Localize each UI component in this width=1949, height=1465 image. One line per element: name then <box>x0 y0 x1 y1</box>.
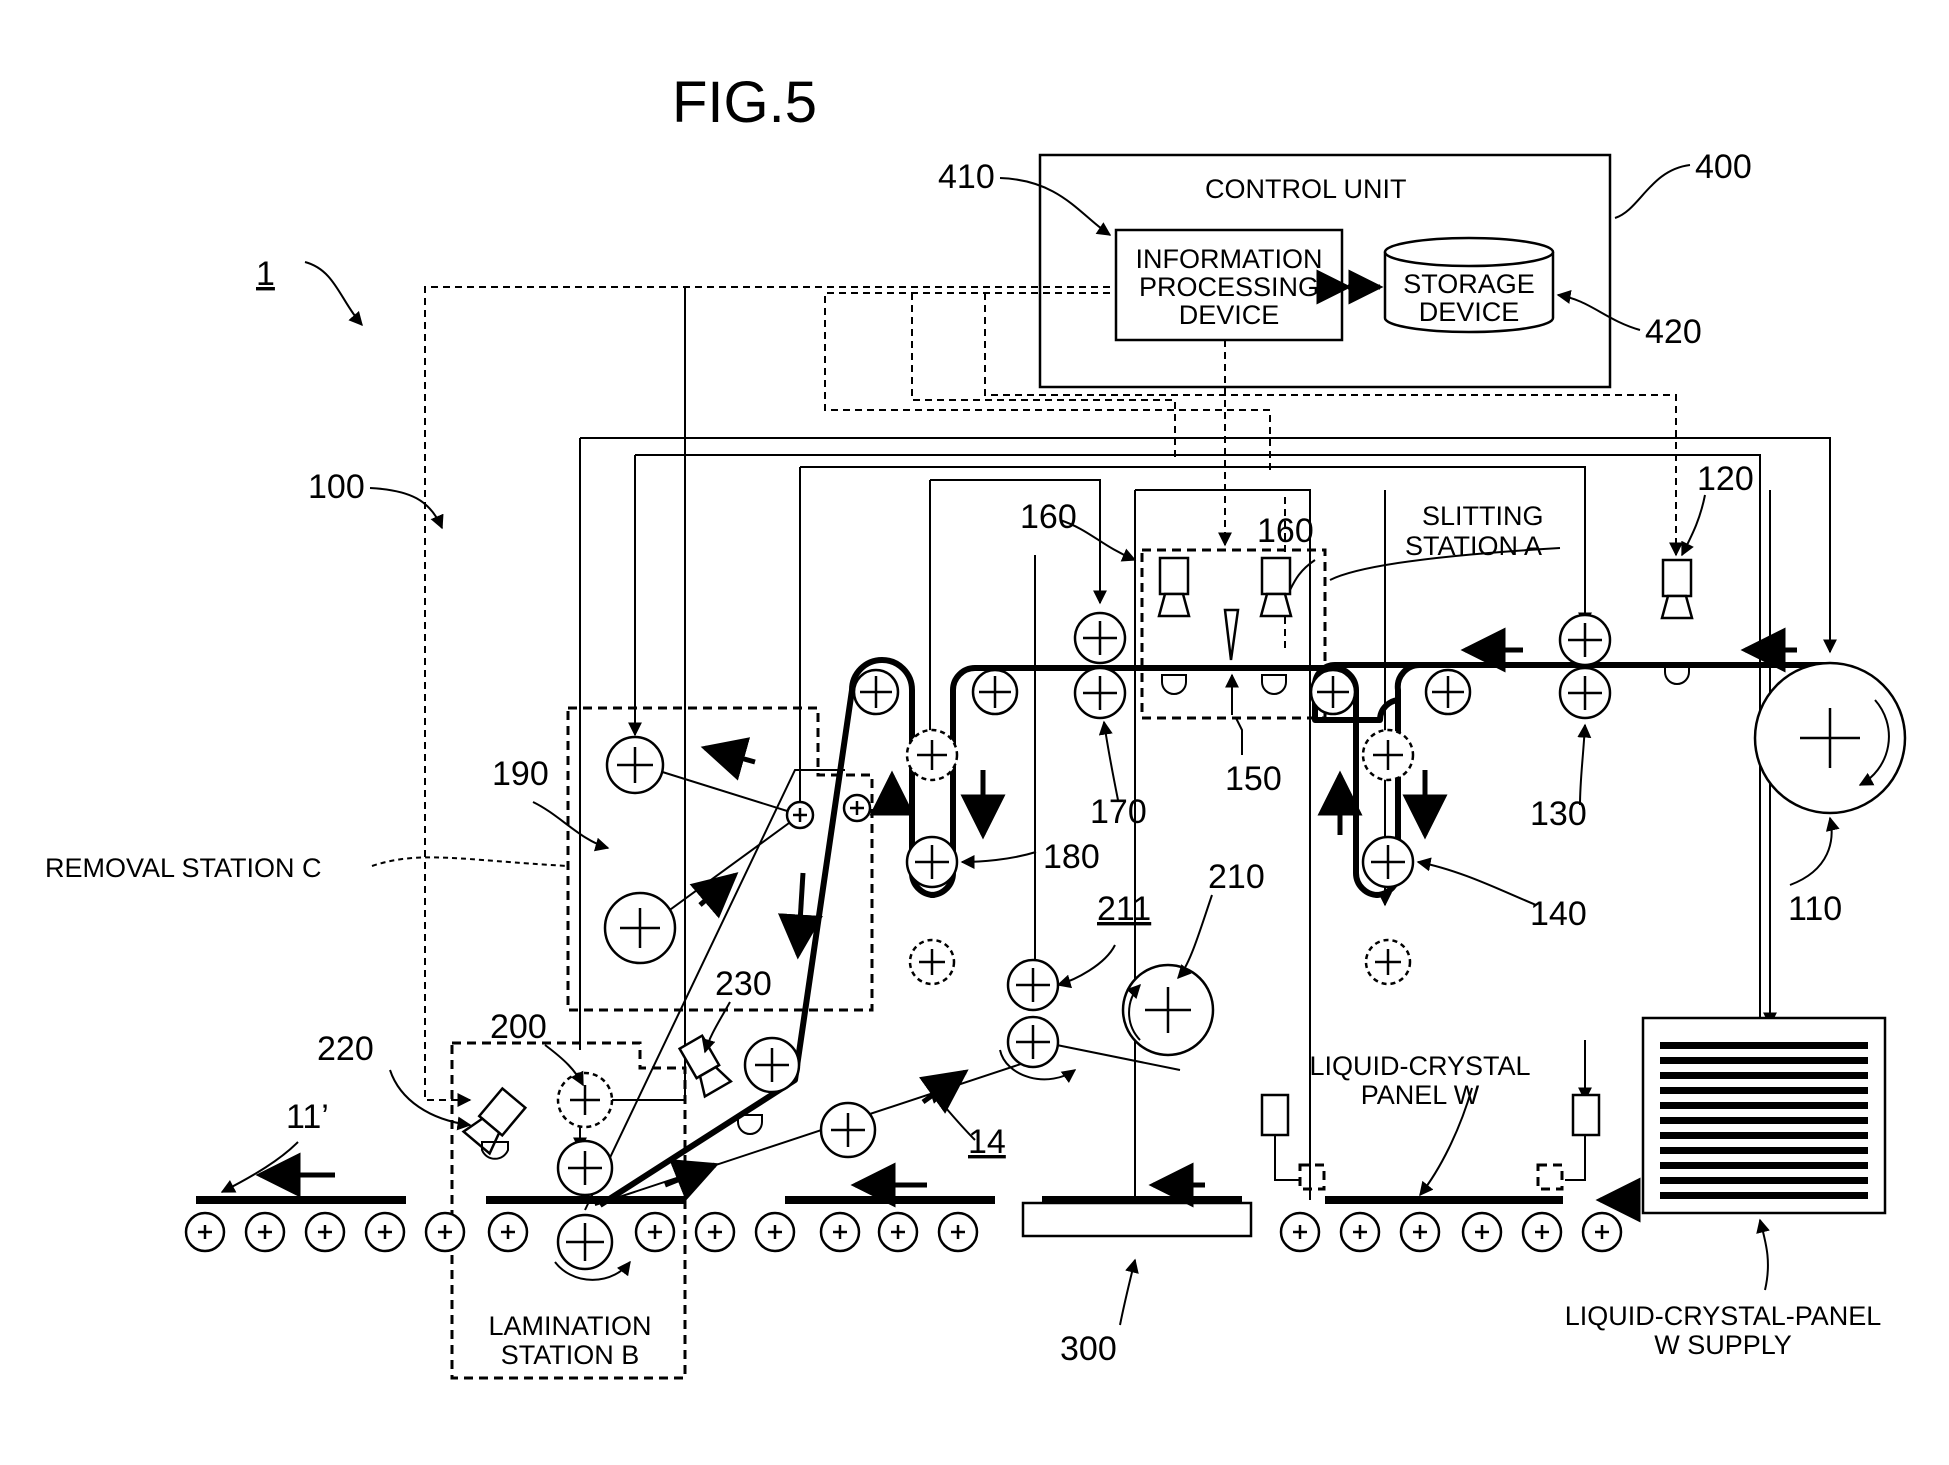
ipd-line-2: PROCESSING <box>1139 272 1319 302</box>
removal-station-label: REMOVAL STATION C <box>45 853 322 883</box>
stacked-panel <box>1660 1192 1868 1199</box>
ref-200: 200 <box>490 1008 547 1046</box>
stacked-panel <box>1660 1087 1868 1094</box>
stacked-panel <box>1660 1072 1868 1079</box>
stacked-panel <box>1660 1057 1868 1064</box>
control-unit-label: CONTROL UNIT <box>1205 174 1407 204</box>
figure-title: FIG.5 <box>672 70 817 135</box>
stacked-panel <box>1660 1162 1868 1169</box>
ref-160-a: 160 <box>1020 498 1077 536</box>
liquid-crystal-panel-w <box>1325 1196 1563 1204</box>
panel-label-2: PANEL W <box>1361 1080 1480 1110</box>
panel-label-1: LIQUID-CRYSTAL <box>1309 1051 1530 1081</box>
conveyor <box>186 1196 1621 1251</box>
panel-after-lamination <box>785 1196 995 1204</box>
ref-420: 420 <box>1645 313 1702 351</box>
cutter <box>1225 610 1238 660</box>
sensors <box>464 558 1885 1213</box>
stacked-panel <box>1660 1042 1868 1049</box>
control-unit: CONTROL UNIT INFORMATION PROCESSING DEVI… <box>1040 155 1610 387</box>
ref-130: 130 <box>1530 795 1587 833</box>
panel-at-lamination <box>486 1196 686 1204</box>
stacked-panel <box>1660 1132 1868 1139</box>
ipd-line-1: INFORMATION <box>1136 244 1323 274</box>
ref-190: 190 <box>492 755 549 793</box>
ref-211: 211 <box>1097 890 1151 928</box>
ref-210: 210 <box>1208 858 1265 896</box>
ref-410: 410 <box>938 158 995 196</box>
lamination-station-label-1: LAMINATION <box>488 1311 651 1341</box>
supply-label-1: LIQUID-CRYSTAL-PANEL <box>1565 1301 1882 1331</box>
ref-220: 220 <box>317 1030 374 1068</box>
camera-160-b <box>1262 558 1290 594</box>
ref-14: 14 <box>968 1123 1006 1161</box>
ref-100: 100 <box>308 468 365 506</box>
storage-line-1: STORAGE <box>1403 269 1535 299</box>
ref-120: 120 <box>1697 460 1754 498</box>
slitting-station-label-1: SLITTING <box>1422 501 1544 531</box>
lamination-station-label-2: STATION B <box>501 1340 640 1370</box>
ref-180: 180 <box>1043 838 1100 876</box>
laminated-panel-11p <box>196 1196 406 1204</box>
ref-300: 300 <box>1060 1330 1117 1368</box>
ref-140: 140 <box>1530 895 1587 933</box>
stacked-panel <box>1660 1117 1868 1124</box>
stacked-panel <box>1660 1177 1868 1184</box>
sensor-120 <box>1663 560 1691 596</box>
ref-170: 170 <box>1090 793 1147 831</box>
camera-160-a <box>1160 558 1188 594</box>
ref-160-b: 160 <box>1257 512 1314 550</box>
ref-230: 230 <box>715 965 772 1003</box>
stacked-panel <box>1660 1102 1868 1109</box>
slitting-station-label-2: STATION A <box>1405 531 1542 561</box>
supply-label-2: W SUPPLY <box>1654 1330 1792 1360</box>
table-300 <box>1023 1203 1251 1236</box>
ref-400: 400 <box>1695 148 1752 186</box>
ref-1: 1 <box>256 255 275 293</box>
ref-150: 150 <box>1225 760 1282 798</box>
ref-11-prime: 11’ <box>286 1098 329 1136</box>
stacked-panel <box>1660 1147 1868 1154</box>
ipd-line-3: DEVICE <box>1179 300 1280 330</box>
storage-line-2: DEVICE <box>1419 297 1520 327</box>
ref-110: 110 <box>1788 890 1842 928</box>
